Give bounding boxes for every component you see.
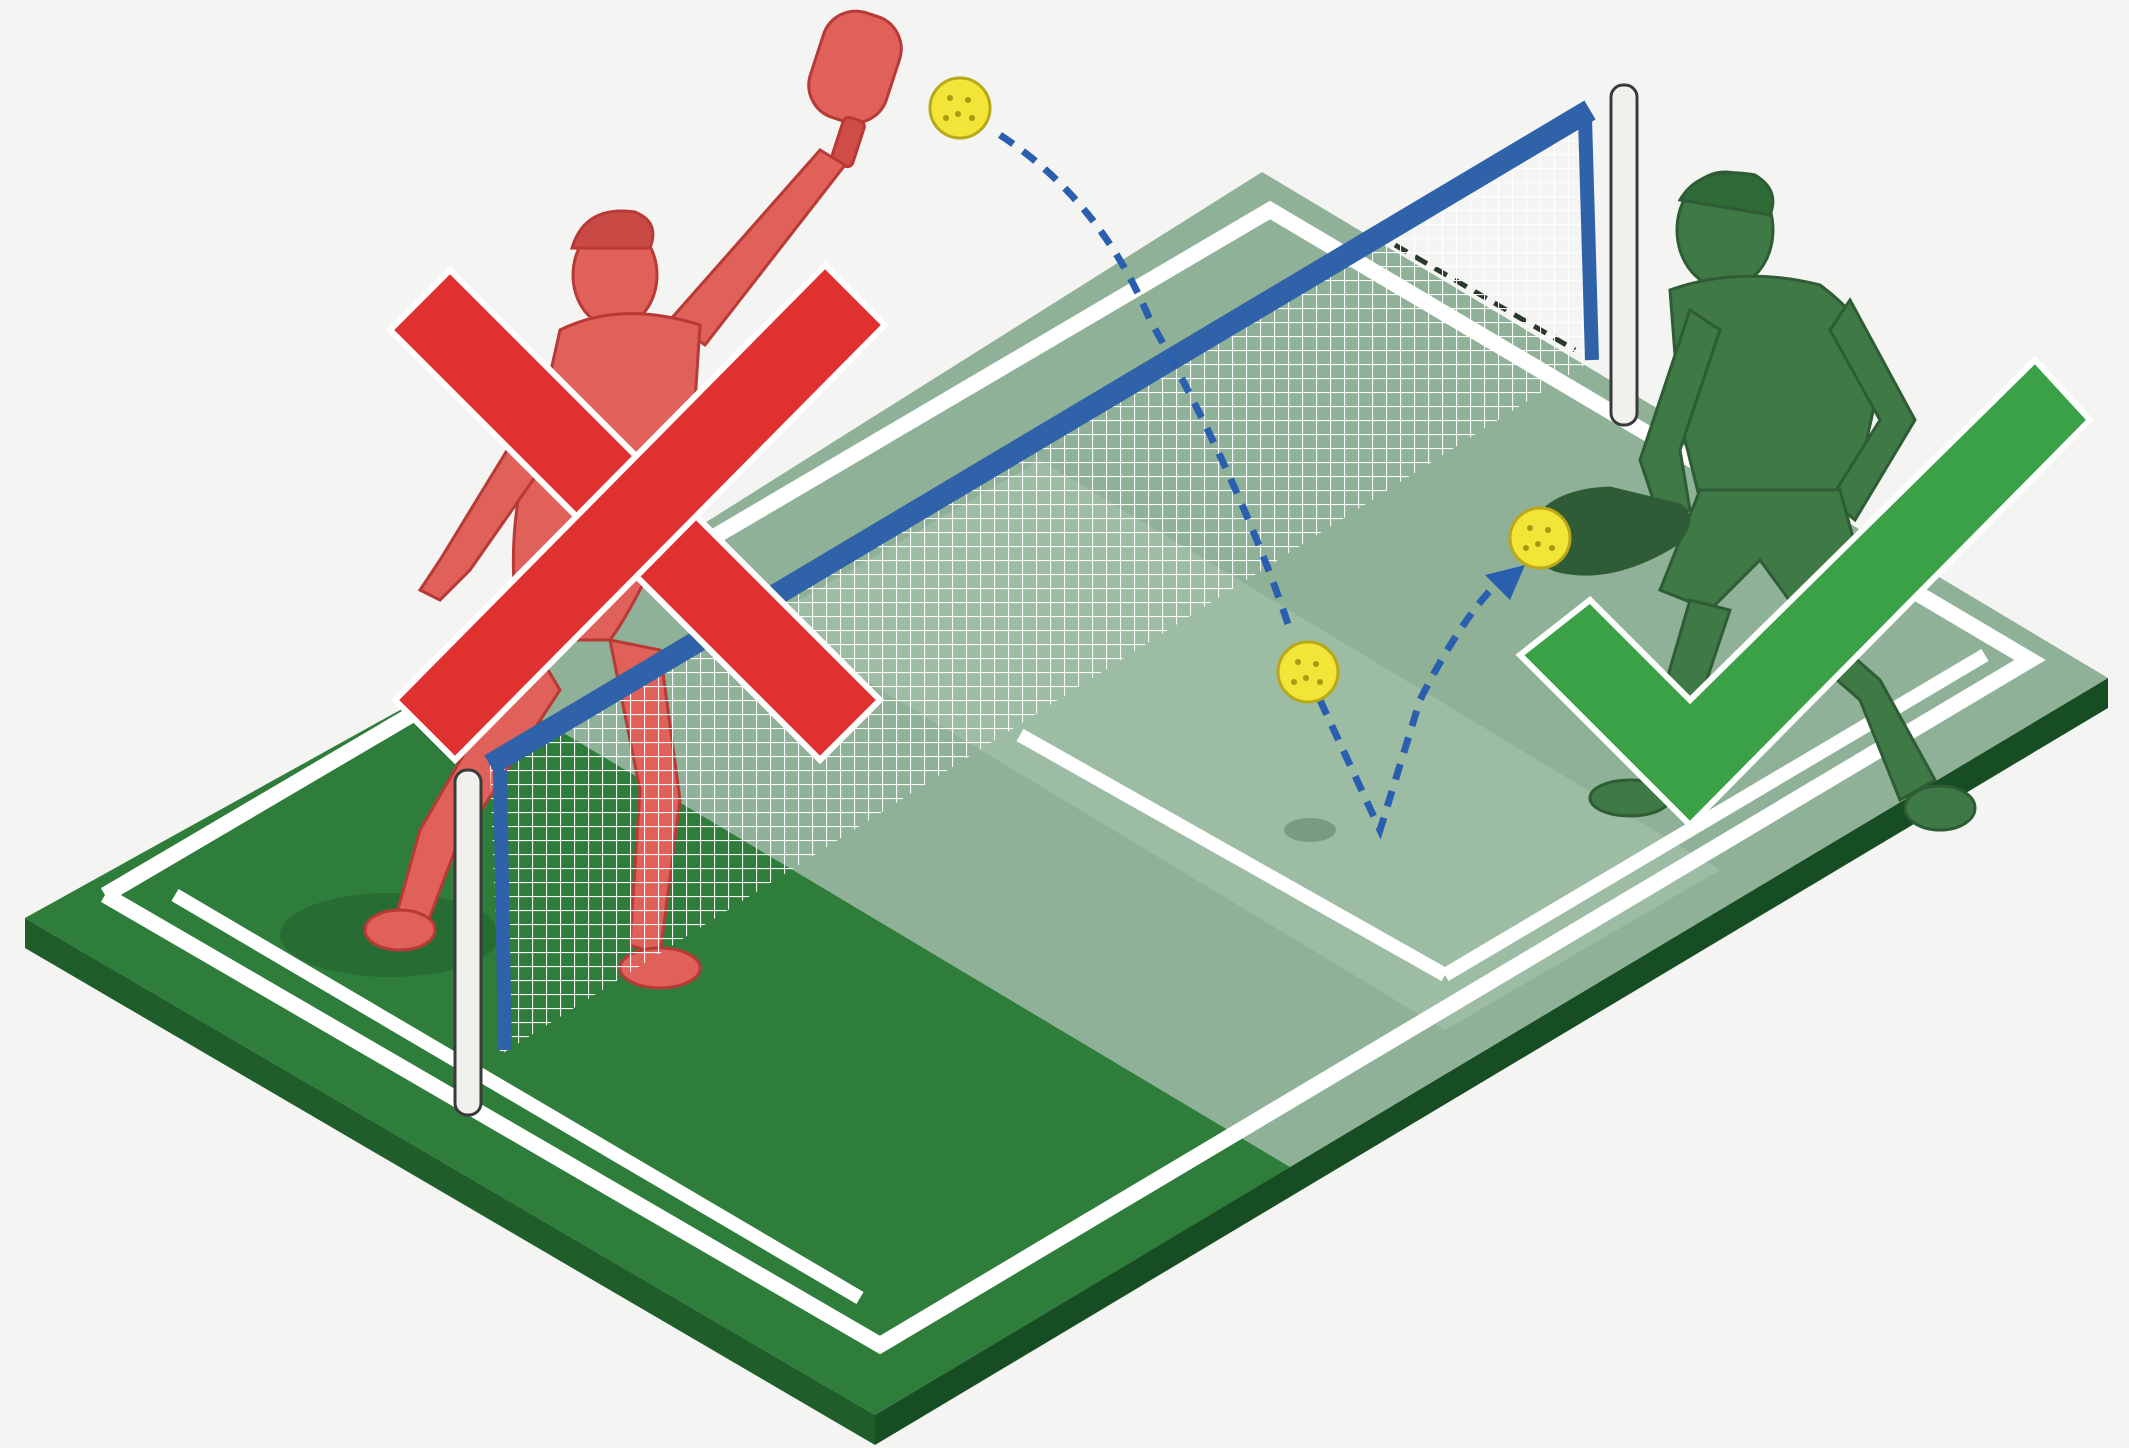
pickleball-ball-mid [1278, 642, 1338, 702]
net-post-right [1611, 85, 1637, 425]
wrong-player-paddle [800, 2, 910, 131]
net-right-band [1585, 118, 1592, 360]
net-left-band [500, 770, 505, 1050]
net-post-left [455, 770, 481, 1115]
pickleball-ball-high [930, 78, 990, 138]
pickleball-ball-paddle [1510, 508, 1570, 568]
ball-bounce-shadow [1284, 818, 1336, 842]
